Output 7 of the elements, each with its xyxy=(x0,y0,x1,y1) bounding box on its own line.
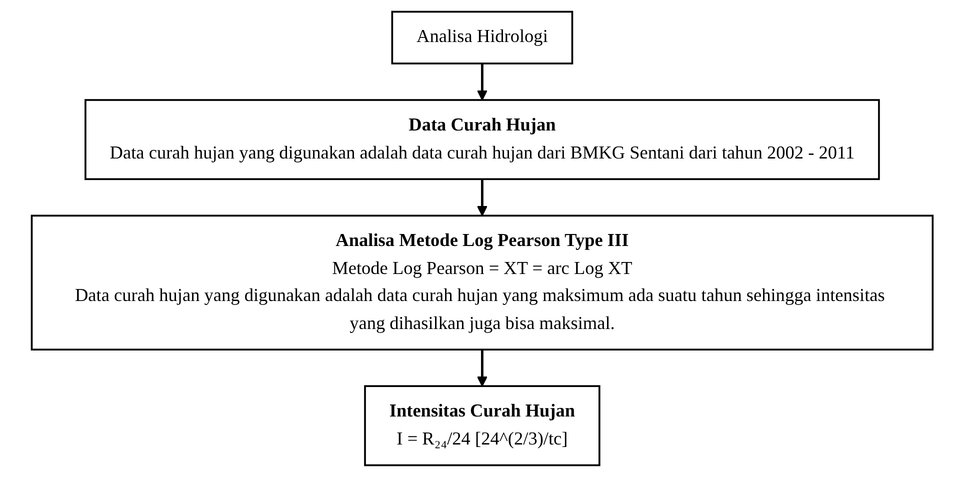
node-box: Data Curah Hujan Data curah hujan yang digunakan adalah data curah hujan dari BMKG Sentani dari tahun 2002 - 2011 xyxy=(84,99,880,180)
arrow xyxy=(476,350,488,387)
arrow xyxy=(476,63,488,100)
arrow xyxy=(476,179,488,216)
node-box: Analisa Metode Log Pearson Type III Metode Log Pearson = XT = arc Log XT Data curah hujan yang digunakan adalah data curah hujan yang maksimum ada suatu tahun sehingga intensitas yang dihasilkan juga bisa maksimal. xyxy=(30,214,934,350)
node-box: Analisa Hidrologi xyxy=(391,10,573,64)
node-box: Intensitas Curah Hujan I = R₂₄/24 [24^(2/3)/tc] xyxy=(364,385,600,466)
